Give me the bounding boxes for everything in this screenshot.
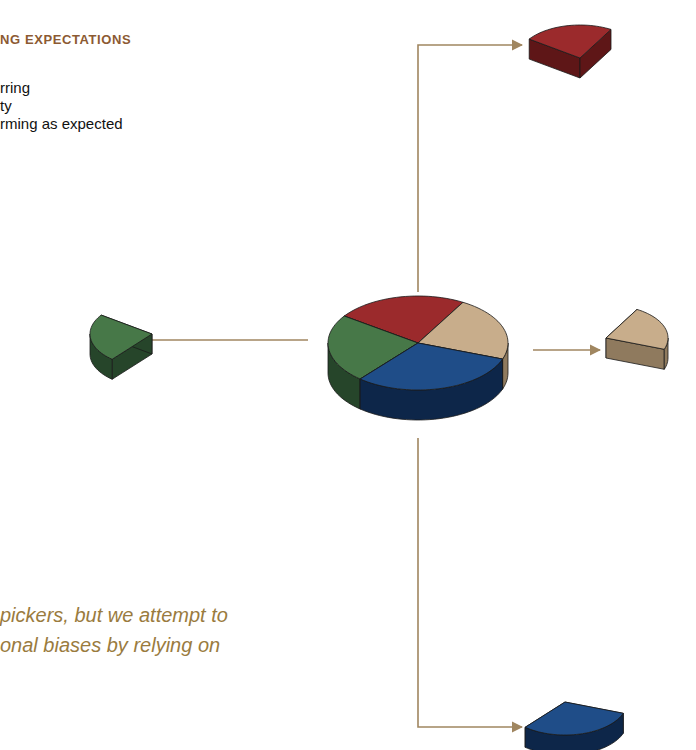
slice-top — [525, 702, 623, 735]
quote-line: pickers, but we attempt to — [0, 604, 228, 627]
list-item: ty — [0, 97, 12, 114]
slice-top — [606, 309, 668, 349]
pie-piece — [90, 315, 152, 379]
slice-top — [90, 315, 152, 359]
leader-arrow — [418, 45, 522, 292]
slice-top — [360, 343, 502, 390]
quote-line: onal biases by relying on — [0, 634, 220, 657]
pie-piece — [525, 702, 623, 750]
list-item: rming as expected — [0, 115, 123, 132]
pie-piece — [529, 25, 611, 78]
leader-arrow — [132, 339, 308, 341]
section-heading: NG EXPECTATIONS — [0, 32, 131, 47]
leader-arrow — [533, 349, 600, 351]
slice-top — [529, 25, 611, 58]
list-item: rring — [0, 79, 30, 96]
pie-piece — [606, 309, 668, 369]
pie-chart — [328, 296, 508, 420]
pie-slice — [360, 343, 502, 420]
leader-arrow — [418, 438, 522, 727]
